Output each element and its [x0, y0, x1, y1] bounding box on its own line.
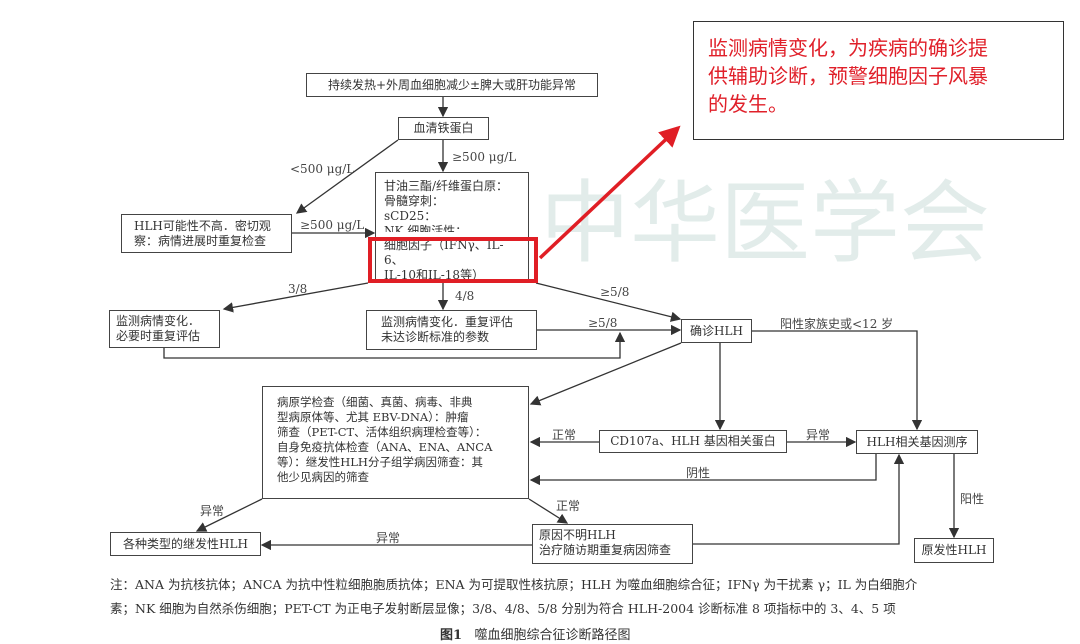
node-etiology: 病原学检查（细菌、真菌、病毒、非典型病原体等、尤其 EBV-DNA）：肿瘤筛查（…: [262, 386, 529, 499]
edge-label: 正常: [552, 428, 577, 442]
caption-text: 噬血细胞综合征诊断路径图: [474, 628, 631, 643]
edge-label: ≥500 μg/L: [452, 150, 517, 164]
node-low-probability: HLH可能性不高．密切观察：病情进展时重复检查: [121, 214, 292, 253]
text-line: 监测病情变化．重复评估: [381, 315, 514, 329]
edge: [529, 454, 877, 486]
callout-line: 供辅助诊断，预警细胞因子风暴: [708, 64, 988, 88]
edge-label: <500 μg/L: [290, 162, 355, 176]
text-line: 原因不明HLH: [539, 528, 616, 542]
text-line: HLH可能性不高．密切观: [134, 219, 271, 233]
watermark-char: 华: [630, 171, 720, 276]
edge-label: 异常: [806, 428, 831, 442]
watermark-char: 医: [720, 171, 810, 276]
edge-label: 4/8: [455, 289, 475, 303]
callout-line: 的发生。: [708, 92, 788, 116]
edge: [693, 453, 905, 545]
text-line: 骨髓穿刺：: [384, 194, 445, 208]
text-line: 未达诊断标准的参数: [381, 330, 490, 344]
text-line: 等）：继发性HLH分子组学病因筛查：其: [277, 455, 483, 469]
text-line: IL-10和IL-18等）: [384, 268, 485, 282]
text-line: 型病原体等、尤其 EBV-DNA）：肿瘤: [277, 410, 469, 424]
node-monitor-3of8: 监测病情变化．必要时重复评估: [109, 310, 220, 348]
edge: [222, 282, 369, 313]
node-ferritin: 血清铁蛋白: [398, 117, 489, 140]
text-line: 病原学检查（细菌、真菌、病毒、非典: [277, 395, 473, 409]
node-confirmed-hlh: 确诊HLH: [681, 319, 752, 343]
text-line: 监测病情变化．: [116, 314, 201, 328]
text-line: 治疗随访期重复病因筛查: [539, 543, 672, 557]
node-monitor-4of8: 监测病情变化．重复评估未达诊断标准的参数: [366, 310, 537, 350]
callout-arrow: [538, 125, 681, 260]
edge: [528, 498, 569, 524]
edge-label: ≥5/8: [588, 316, 618, 330]
edge: [529, 342, 682, 406]
text-line: 甘油三酯/纤维蛋白原：: [384, 179, 509, 193]
edge-label: 正常: [556, 499, 581, 513]
edge: [163, 331, 626, 359]
figure-caption: 图1 噬血细胞综合征诊断路径图: [440, 624, 630, 643]
edge: [195, 498, 263, 532]
edge-label: 3/8: [288, 282, 308, 296]
edge-label: ≥500 μg/L: [300, 218, 365, 232]
edge: [295, 139, 399, 214]
node-secondary-hlh: 各种类型的继发性HLH: [110, 532, 261, 556]
text-line: 察：病情进展时重复检查: [134, 234, 267, 248]
text-line: 筛查（PET-CT、活体组织病理检查等）：: [277, 425, 487, 439]
text-line: sCD25：: [384, 209, 437, 223]
annotation-callout: 监测病情变化，为疾病的确诊提供辅助诊断，预警细胞因子风暴的发生。: [693, 21, 1064, 140]
watermark-char: 学: [810, 171, 900, 276]
text-line: NK 细胞活性：: [384, 224, 468, 232]
text-line: 细胞因子（IFNγ、IL-6、: [384, 238, 504, 267]
node-tests: 甘油三酯/纤维蛋白原：骨髓穿刺：sCD25：NK 细胞活性： 细胞因子（IFNγ…: [375, 172, 529, 283]
node-cd107a: CD107a、HLH 基因相关蛋白: [599, 430, 787, 453]
watermark: 中华医学会: [540, 150, 990, 280]
edge-label: 阴性: [686, 466, 711, 480]
callout-line: 监测病情变化，为疾病的确诊提: [708, 36, 988, 60]
text-line: 自身免疫抗体检查（ANA、ENA、ANCA: [277, 440, 493, 454]
node-gene-sequencing: HLH相关基因测序: [856, 430, 978, 454]
text-line: 必要时重复评估: [116, 329, 201, 343]
node-primary-hlh: 原发性HLH: [914, 538, 994, 563]
edge-label: 阳性: [960, 492, 985, 506]
edge-label: 异常: [200, 504, 225, 518]
caption-number: 图1: [440, 628, 463, 643]
edge-label: ≥5/8: [600, 285, 630, 299]
watermark-char: 会: [900, 171, 990, 276]
edge-label: 阳性家族史或<12 岁: [780, 317, 894, 331]
highlight-box-cytokines: [368, 237, 538, 283]
node-start: 持续发热+外周血细胞减少±脾大或肝功能异常: [306, 73, 598, 97]
edge: [752, 330, 923, 431]
edge-label: 异常: [376, 531, 401, 545]
text-line: 他少见病因的筛查: [277, 470, 369, 484]
footnote-line-1: 注：ANA 为抗核抗体；ANCA 为抗中性粒细胞胞质抗体；ENA 为可提取性核抗…: [110, 577, 918, 592]
footnote-line-2: 素；NK 细胞为自然杀伤细胞；PET-CT 为正电子发射断层显像；3/8、4/8…: [110, 601, 896, 616]
edge: [535, 282, 682, 322]
